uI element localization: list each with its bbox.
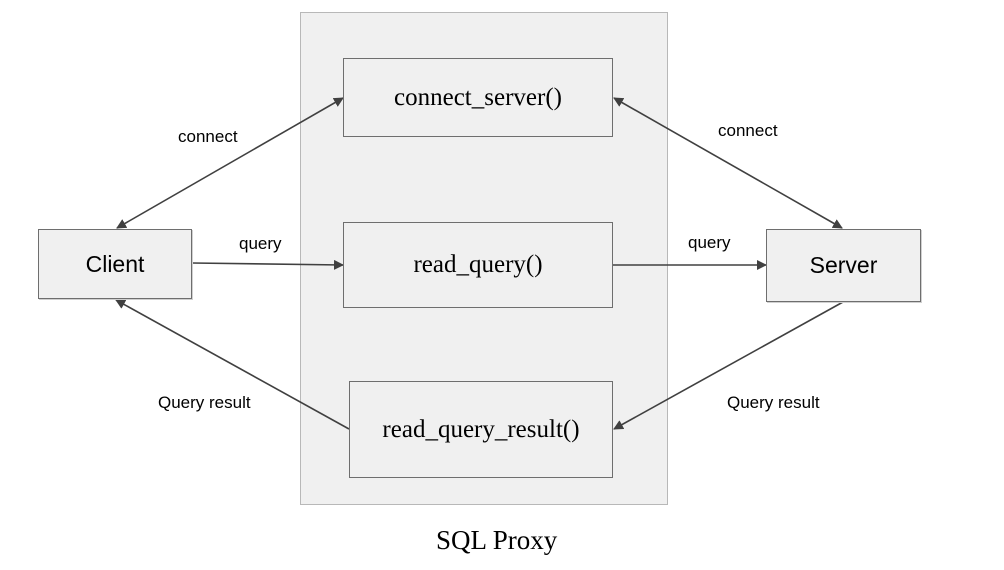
connect-server-label: connect_server()	[394, 83, 562, 111]
read-query-label: read_query()	[413, 251, 543, 278]
client-label: Client	[85, 250, 145, 277]
read-query-result-function: read_query_result()	[349, 381, 613, 478]
server-query-result-label: Query result	[727, 393, 820, 412]
server-label: Server	[809, 252, 878, 278]
server-query-label: query	[688, 233, 731, 252]
arrow-client-connect	[116, 97, 344, 229]
arrow-client-result	[115, 299, 350, 430]
server-connect-label: connect	[718, 121, 778, 140]
client-node: Client	[38, 229, 192, 299]
read-query-function: read_query()	[343, 222, 613, 308]
sql-proxy-caption: SQL Proxy	[436, 525, 558, 555]
arrow-client-query	[191, 259, 344, 270]
connect-server-function: connect_server()	[343, 58, 613, 137]
client-query-label: query	[239, 234, 282, 253]
arrow-server-connect	[613, 97, 843, 229]
client-query-result-label: Query result	[158, 393, 251, 412]
server-node: Server	[766, 229, 921, 302]
client-connect-label: connect	[178, 127, 238, 146]
read-query-result-label: read_query_result()	[382, 415, 580, 443]
arrow-server-result	[613, 301, 844, 430]
